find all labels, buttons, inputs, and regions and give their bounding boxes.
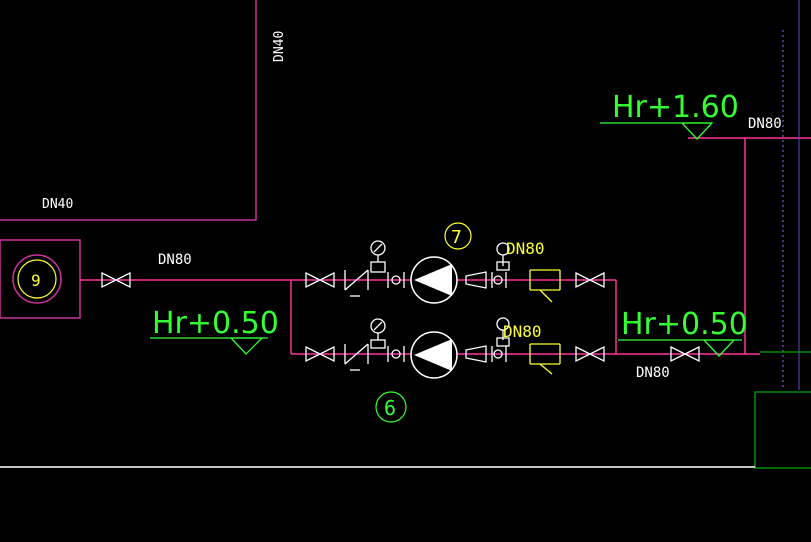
upper-discharge-gauge — [496, 242, 510, 271]
outlet-gate-valve — [670, 345, 700, 363]
tank-circle-inner — [17, 259, 57, 299]
inlet-gate-valve — [101, 271, 131, 289]
upper-suction-valve — [305, 271, 335, 289]
lower-suction-valve — [305, 345, 335, 363]
dn40-horizontal-label: DN40 — [42, 197, 73, 212]
upper-flex-joint — [387, 272, 405, 288]
upper-pump-callout-ring — [444, 222, 472, 250]
svg-text:Hr+0.50: Hr+0.50 — [152, 306, 279, 341]
lower-pump-callout: 6 — [384, 396, 396, 420]
lower-check-valve — [344, 343, 369, 371]
lower-strainer — [529, 343, 561, 375]
elevation-marker-outlet-upper: Hr+1.60 — [600, 90, 739, 140]
lower-flex-joint — [387, 346, 405, 362]
elevation-marker-outlet-lower: Hr+0.50 — [618, 307, 748, 357]
wall-outline — [754, 391, 811, 469]
dn80-bottom-right-label: DN80 — [636, 365, 670, 381]
svg-text:Hr+1.60: Hr+1.60 — [612, 90, 739, 125]
upper-pump-symbol — [410, 256, 458, 304]
lower-discharge-gauge — [496, 317, 510, 347]
tank-callout: 9 — [31, 271, 41, 290]
upper-reducer — [465, 271, 507, 289]
svg-text:Hr+0.50: Hr+0.50 — [621, 307, 748, 342]
dn80-pump-lower-label: DN80 — [503, 322, 542, 341]
lower-pump-symbol — [410, 331, 458, 379]
upper-discharge-valve — [575, 271, 605, 289]
dn40-pipe-loop — [0, 0, 257, 221]
lower-pressure-gauge — [370, 318, 386, 349]
lower-reducer — [465, 345, 507, 363]
upper-check-valve — [344, 269, 369, 297]
dn80-pump-upper-label: DN80 — [506, 239, 545, 258]
lower-discharge-valve — [575, 345, 605, 363]
dn80-top-right-label: DN80 — [748, 116, 782, 132]
tank-outline — [0, 239, 81, 319]
upper-pressure-gauge — [370, 240, 386, 273]
dn40-vertical-label: DN40 — [272, 31, 287, 62]
dn80-inlet-label: DN80 — [158, 252, 192, 268]
upper-pump-callout-circle: 7 — [451, 227, 462, 248]
upper-strainer — [529, 269, 561, 303]
tank-circle-outer — [12, 254, 62, 304]
elevation-marker-inlet: Hr+0.50 — [150, 306, 279, 355]
lower-pump-callout-ring — [375, 391, 407, 423]
